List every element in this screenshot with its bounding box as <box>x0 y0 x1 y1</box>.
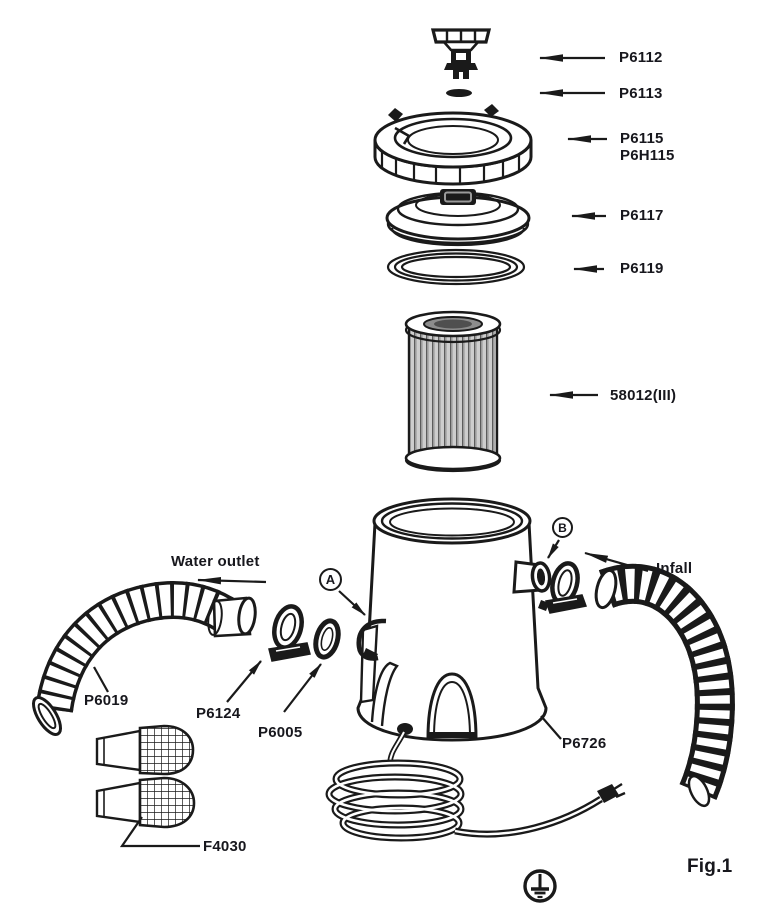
label-p6119: P6119 <box>620 260 664 277</box>
inlet-hose-art <box>594 563 735 808</box>
inlet-fitting-art <box>538 561 588 614</box>
outlet-hose-art <box>32 581 241 736</box>
lid-oring-art <box>386 248 526 286</box>
ground-symbol-icon <box>523 869 557 903</box>
label-58012: 58012(III) <box>610 387 677 404</box>
label-f4030: F4030 <box>203 838 247 855</box>
power-cord-art <box>325 759 626 842</box>
lock-collar-art <box>373 104 533 186</box>
label-p6019: P6019 <box>84 692 129 709</box>
label-p6112: P6112 <box>619 49 663 66</box>
label-p6115: P6115 <box>620 130 664 147</box>
air-release-valve-art <box>430 28 492 79</box>
outlet-hose-cuff-art <box>207 596 257 638</box>
tank-body-art <box>356 497 552 765</box>
callout-marker-b-letter: B <box>558 520 567 535</box>
callout-arrows <box>93 54 649 848</box>
label-p6124: P6124 <box>196 705 241 722</box>
strainers-art <box>95 724 196 829</box>
lid-art <box>385 189 531 247</box>
label-p6117: P6117 <box>620 207 664 224</box>
hose-fitting-art <box>268 604 311 662</box>
small-oring-art <box>313 618 341 660</box>
callout-marker-a-letter: A <box>325 572 336 587</box>
label-p6726: P6726 <box>562 735 607 752</box>
label-p6h115: P6H115 <box>620 147 675 164</box>
callout-marker-b: B <box>552 517 573 538</box>
label-water-outlet: Water outlet <box>171 553 260 570</box>
figure-caption: Fig.1 <box>687 856 733 877</box>
label-p6113: P6113 <box>619 85 663 102</box>
callout-marker-a: A <box>319 568 342 591</box>
filter-cartridge-art <box>404 310 502 473</box>
label-p6005: P6005 <box>258 724 303 741</box>
valve-seal-art <box>446 89 472 97</box>
label-infall: Infall <box>656 560 693 577</box>
